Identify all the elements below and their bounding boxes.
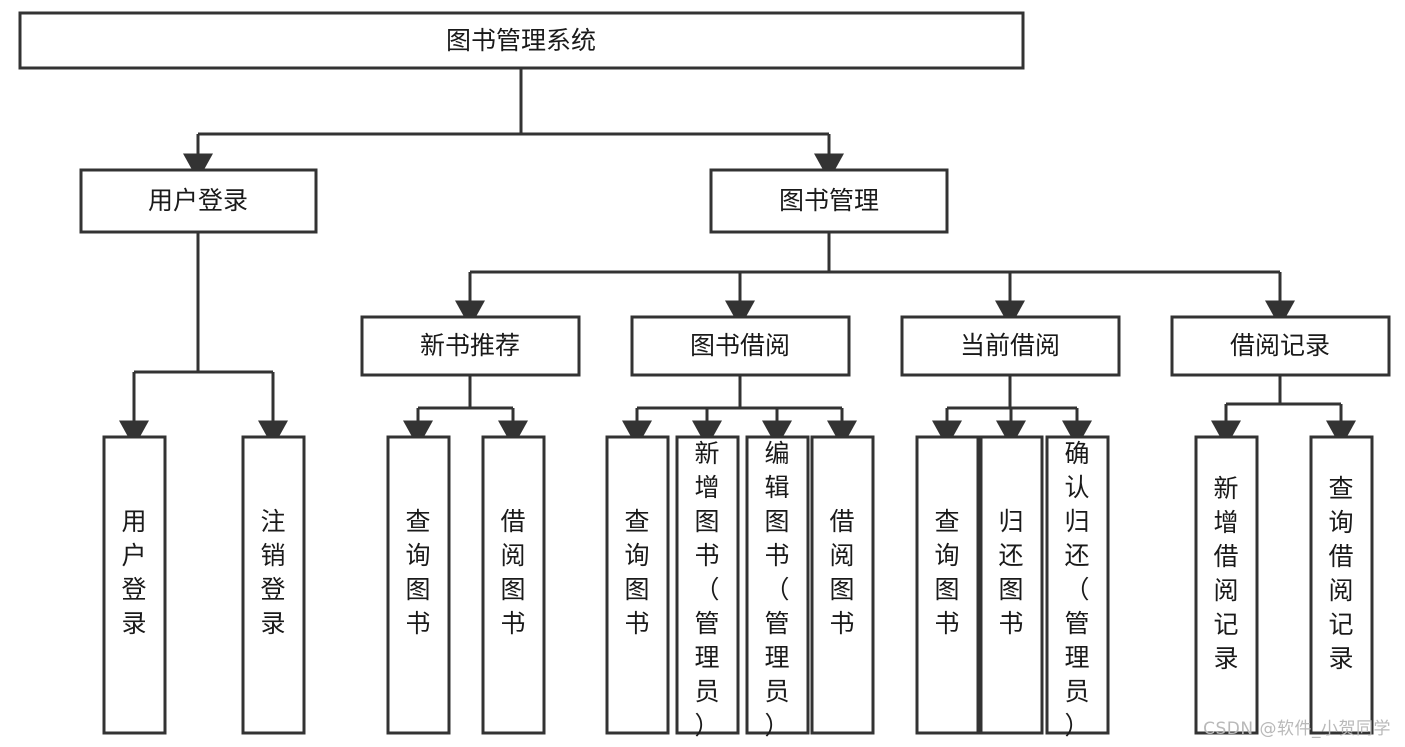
leaf-add-borrow-record-box[interactable]	[1194, 435, 1259, 735]
node-book-borrow[interactable]: 图书借阅	[630, 315, 851, 377]
leaf-query-borrow-record-box[interactable]	[1309, 435, 1374, 735]
node-current-borrow-label: 当前借阅	[960, 331, 1060, 360]
leaf-nodes: 用户登录 注销登录 查询图书 借阅图书 查询图书 新增图书（管理员） 编辑图书（…	[102, 435, 1374, 740]
leaf-query-book-3[interactable]: 查询图书	[915, 435, 980, 735]
leaf-user-login-label: 用户登录	[121, 507, 146, 638]
node-borrow-record-label: 借阅记录	[1230, 331, 1330, 360]
leaf-query-book-3-label: 查询图书	[934, 507, 959, 638]
leaf-confirm-return-admin-label: 确认归还（管理员）	[1064, 439, 1089, 740]
node-root-label: 图书管理系统	[446, 26, 596, 55]
leaf-logout-login[interactable]: 注销登录	[241, 435, 306, 735]
leaf-logout-login-label: 注销登录	[260, 507, 285, 638]
leaf-query-book-2-label: 查询图书	[624, 507, 649, 638]
node-book-manage-label: 图书管理	[779, 186, 879, 215]
leaf-borrow-book-1-label: 借阅图书	[500, 507, 525, 638]
node-user-login-label: 用户登录	[148, 186, 248, 215]
node-borrow-record[interactable]: 借阅记录	[1170, 315, 1391, 377]
node-current-borrow-box[interactable]	[900, 315, 1121, 377]
leaf-add-borrow-record-label: 新增借阅记录	[1213, 474, 1238, 673]
leaf-borrow-book-2-label: 借阅图书	[829, 507, 854, 638]
leaf-borrow-book-2[interactable]: 借阅图书	[810, 435, 875, 735]
node-new-book-recommend[interactable]: 新书推荐	[360, 315, 581, 377]
leaf-user-login[interactable]: 用户登录	[102, 435, 167, 735]
leaf-add-borrow-record[interactable]: 新增借阅记录	[1194, 435, 1259, 735]
node-new-book-recommend-label: 新书推荐	[420, 331, 520, 360]
leaf-edit-book-admin[interactable]: 编辑图书（管理员）	[745, 435, 810, 740]
leaf-query-book-3-box[interactable]	[915, 435, 980, 735]
leaf-confirm-return-admin[interactable]: 确认归还（管理员）	[1045, 435, 1110, 740]
leaf-query-book-1-box[interactable]	[386, 435, 451, 735]
leaf-query-book-1[interactable]: 查询图书	[386, 435, 451, 735]
leaf-query-borrow-record-label: 查询借阅记录	[1328, 474, 1353, 673]
node-book-borrow-box[interactable]	[630, 315, 851, 377]
leaf-return-book-label: 归还图书	[998, 507, 1023, 638]
leaf-borrow-book-1[interactable]: 借阅图书	[481, 435, 546, 735]
leaf-borrow-book-2-box[interactable]	[810, 435, 875, 735]
node-book-manage[interactable]: 图书管理	[709, 168, 949, 234]
node-new-book-recommend-box[interactable]	[360, 315, 581, 377]
node-root-box[interactable]	[18, 11, 1025, 70]
leaf-edit-book-admin-box[interactable]	[745, 435, 810, 735]
leaf-query-borrow-record[interactable]: 查询借阅记录	[1309, 435, 1374, 735]
leaf-return-book[interactable]: 归还图书	[979, 435, 1044, 735]
node-borrow-record-box[interactable]	[1170, 315, 1391, 377]
leaf-logout-login-box[interactable]	[241, 435, 306, 735]
leaf-add-book-admin-box[interactable]	[675, 435, 740, 735]
leaf-add-book-admin-label: 新增图书（管理员）	[694, 439, 719, 740]
node-user-login-box[interactable]	[79, 168, 318, 234]
leaf-borrow-book-1-box[interactable]	[481, 435, 546, 735]
connectors	[119, 68, 1356, 448]
leaf-query-book-1-label: 查询图书	[405, 507, 430, 638]
node-current-borrow[interactable]: 当前借阅	[900, 315, 1121, 377]
leaf-query-book-2-box[interactable]	[605, 435, 670, 735]
leaf-user-login-box[interactable]	[102, 435, 167, 735]
leaf-confirm-return-admin-box[interactable]	[1045, 435, 1110, 735]
node-book-manage-box[interactable]	[709, 168, 949, 234]
leaf-query-book-2[interactable]: 查询图书	[605, 435, 670, 735]
node-root[interactable]: 图书管理系统	[18, 11, 1025, 70]
leaf-add-book-admin[interactable]: 新增图书（管理员）	[675, 435, 740, 740]
node-user-login[interactable]: 用户登录	[79, 168, 318, 234]
node-book-borrow-label: 图书借阅	[690, 331, 790, 360]
leaf-return-book-box[interactable]	[979, 435, 1044, 735]
leaf-edit-book-admin-label: 编辑图书（管理员）	[764, 439, 789, 740]
